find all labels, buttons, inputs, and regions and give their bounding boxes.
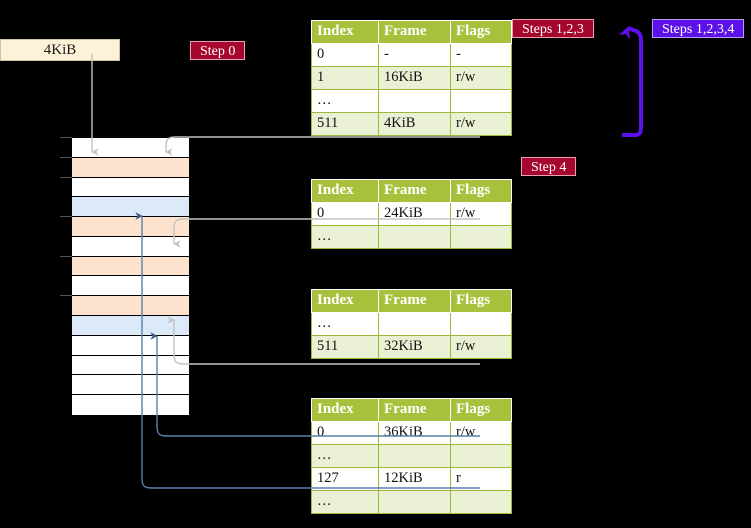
table-cell-flags: r/w: [450, 112, 512, 136]
table-row: 0--: [311, 43, 512, 67]
table-cell-index: 0: [311, 421, 379, 445]
memory-tick: [60, 137, 72, 138]
memory-row: [72, 276, 189, 297]
badge-step-4: Step 4: [521, 157, 577, 176]
table-cell-index: …: [311, 490, 379, 514]
table-cell-index: …: [311, 89, 379, 113]
table-row: …: [311, 89, 512, 113]
memory-row: [72, 296, 189, 317]
memory-row: [72, 316, 189, 336]
table-cell-index: 0: [311, 43, 379, 67]
column-header-index: Index: [311, 179, 379, 203]
column-header-flags: Flags: [450, 398, 512, 422]
memory-tick: [60, 295, 72, 297]
table-cell-frame: 16KiB: [378, 66, 451, 90]
table-cell-flags: [450, 89, 512, 113]
table-cell-flags: r/w: [450, 335, 512, 359]
table-row: …: [311, 444, 512, 468]
table-cell-frame: [378, 89, 451, 113]
table-cell-index: …: [311, 444, 379, 468]
memory-row: [72, 138, 189, 158]
column-header-index: Index: [311, 289, 379, 313]
table-cell-index: …: [311, 312, 379, 336]
table-cell-index: 127: [311, 467, 379, 491]
memory-tick: [60, 176, 72, 178]
table-cell-frame: -: [378, 43, 451, 67]
table-cell-index: 1: [311, 66, 379, 90]
memory-row: [72, 236, 189, 257]
table-cell-frame: [378, 312, 451, 336]
table-cell-frame: 32KiB: [378, 335, 451, 359]
table-cell-index: …: [311, 225, 379, 249]
table-cell-frame: [378, 490, 451, 514]
column-header-flags: Flags: [450, 20, 512, 44]
column-header-index: Index: [311, 20, 379, 44]
table-cell-flags: [450, 444, 512, 468]
table-cell-flags: [450, 312, 512, 336]
table-cell-flags: r/w: [450, 202, 512, 226]
memory-row: [72, 177, 189, 198]
column-header-flags: Flags: [450, 289, 512, 313]
table-cell-index: 511: [311, 112, 379, 136]
table-cell-frame: 4KiB: [378, 112, 451, 136]
table-cell-flags: [450, 490, 512, 514]
table-cell-flags: r/w: [450, 421, 512, 445]
table-cell-index: 511: [311, 335, 379, 359]
table-cell-frame: 36KiB: [378, 421, 451, 445]
column-header-frame: Frame: [378, 20, 451, 44]
memory-row: [72, 335, 189, 356]
table-row: …: [311, 490, 512, 514]
table-cell-index: 0: [311, 202, 379, 226]
frame-box-4kib: 4KiB: [0, 39, 120, 61]
memory-row: [72, 355, 189, 376]
badge-steps-1-2-3-4: Steps 1,2,3,4: [652, 19, 745, 38]
frame-box-label: 4KiB: [43, 41, 77, 58]
arrow-steps-1234-bracket: [618, 26, 643, 137]
column-header-frame: Frame: [378, 398, 451, 422]
column-header-frame: Frame: [378, 289, 451, 313]
memory-tick: [60, 255, 72, 257]
table-cell-frame: 12KiB: [378, 467, 451, 491]
table-row: …: [311, 225, 512, 249]
column-header-flags: Flags: [450, 179, 512, 203]
table-row: …: [311, 312, 512, 336]
memory-row: [72, 395, 189, 415]
memory-tick: [60, 216, 72, 218]
table-cell-flags: r/w: [450, 66, 512, 90]
memory-row: [72, 197, 189, 218]
badge-step-0: Step 0: [190, 41, 246, 60]
memory-row: [72, 217, 189, 237]
table-cell-flags: -: [450, 43, 512, 67]
column-header-frame: Frame: [378, 179, 451, 203]
table-cell-flags: [450, 225, 512, 249]
badge-steps-1-2-3: Steps 1,2,3: [512, 19, 594, 38]
memory-row: [72, 375, 189, 396]
column-header-index: Index: [311, 398, 379, 422]
table-cell-frame: 24KiB: [378, 202, 451, 226]
memory-row: [72, 157, 189, 178]
memory-tick: [60, 156, 72, 158]
table-cell-frame: [378, 444, 451, 468]
arrow-table0-to-memory: [165, 136, 480, 156]
table-cell-flags: r: [450, 467, 512, 491]
table-cell-frame: [378, 225, 451, 249]
physical-memory-column: [71, 137, 190, 415]
memory-row: [72, 256, 189, 277]
